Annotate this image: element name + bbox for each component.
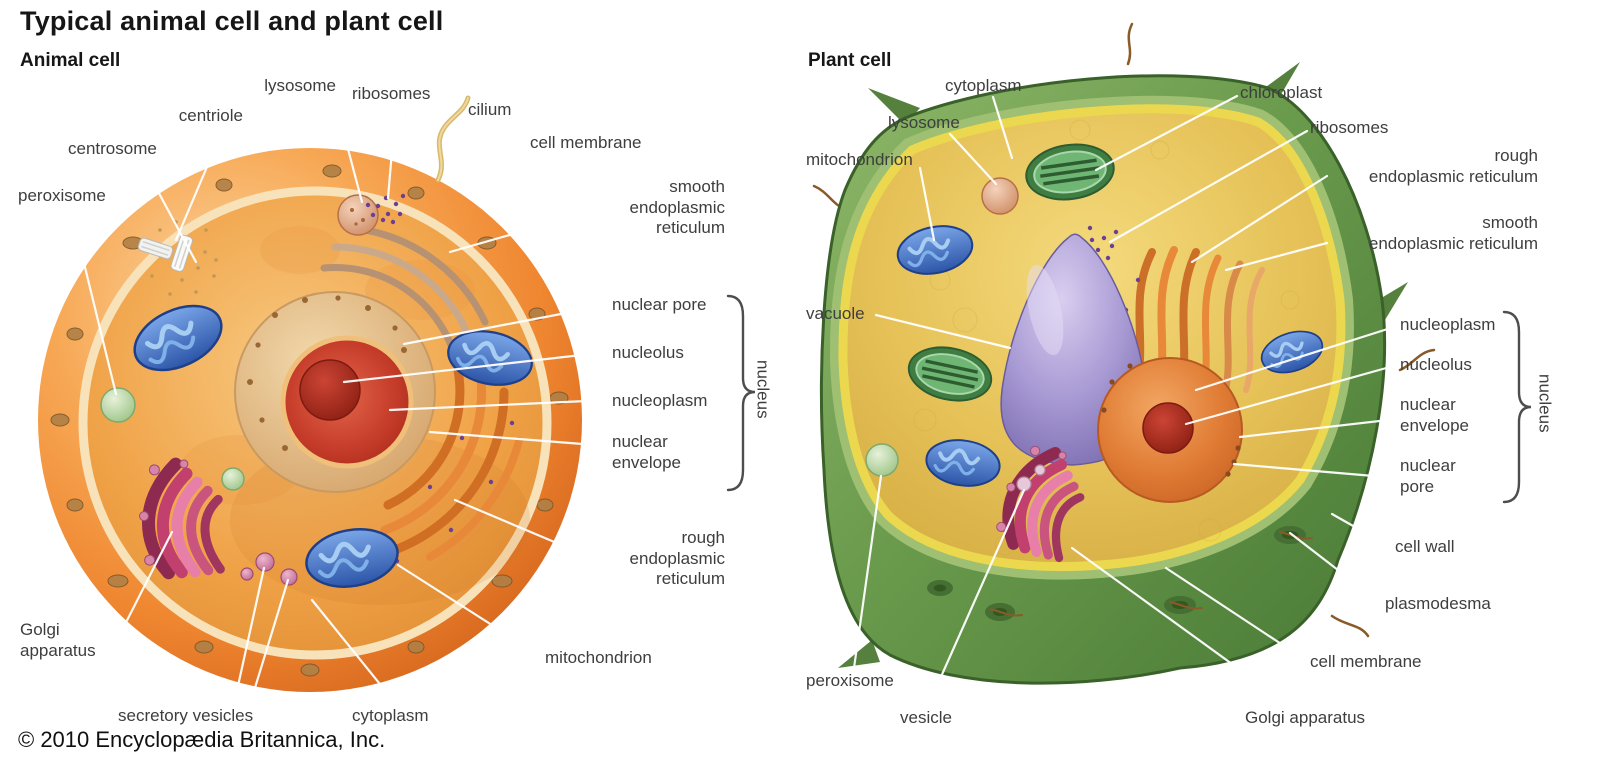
- animal-cell-heading: Animal cell: [20, 50, 121, 71]
- plant-wall-hairs: [812, 22, 1436, 638]
- label-plant-chloroplast: chloroplast: [1240, 83, 1323, 102]
- plant-leader-lines: [852, 94, 1399, 708]
- label-plant-cell-membrane: cell membrane: [1310, 652, 1422, 671]
- plant-peroxisome: [865, 443, 899, 477]
- plant-nucleus: [1097, 357, 1243, 503]
- label-plant-golgi: Golgi apparatus: [1245, 708, 1366, 727]
- plant-nucleus-brace: [1502, 310, 1532, 504]
- plant-lysosome: [981, 177, 1019, 215]
- animal-centrosome: [137, 220, 218, 296]
- label-plant-nucleoplasm: nucleoplasm: [1400, 315, 1496, 334]
- animal-membrane-spots: [50, 164, 569, 677]
- label-animal-golgi: Golgi apparatus: [20, 620, 96, 660]
- label-animal-cilium: cilium: [468, 100, 512, 119]
- plant-cell-illustration: [812, 22, 1436, 685]
- label-plant-cytoplasm: cytoplasm: [945, 76, 1022, 95]
- animal-nucleus-brace: [726, 294, 756, 492]
- animal-cilium: [435, 95, 471, 183]
- label-plant-plasmodesma: plasmodesma: [1385, 594, 1491, 613]
- label-plant-mitochondrion: mitochondrion: [806, 150, 913, 169]
- label-animal-nucleoplasm: nucleoplasm: [612, 391, 708, 410]
- plant-wall-corners: [838, 62, 1408, 668]
- animal-nuclear-pores: [247, 295, 407, 451]
- label-plant-peroxisome: peroxisome: [806, 671, 894, 690]
- label-plant-smooth-er: smooth endoplasmic reticulum: [1368, 213, 1538, 253]
- animal-er-ribosome-dots: [394, 373, 517, 564]
- label-animal-cytoplasm: cytoplasm: [352, 706, 429, 725]
- label-animal-smooth-er: smooth endoplasmic reticulum: [629, 177, 725, 238]
- label-animal-peroxisome: peroxisome: [18, 186, 106, 205]
- label-plant-ribosomes: ribosomes: [1310, 118, 1389, 137]
- animal-ribosomes: [365, 193, 406, 225]
- label-plant-nuclear-pore: nuclear pore: [1400, 456, 1456, 496]
- plant-cell-heading: Plant cell: [808, 50, 892, 71]
- label-animal-ribosomes: ribosomes: [352, 84, 431, 103]
- label-plant-vesicle: vesicle: [900, 708, 952, 727]
- label-animal-nuclear-pore: nuclear pore: [612, 295, 707, 314]
- copyright: © 2010 Encyclopædia Britannica, Inc.: [18, 727, 386, 752]
- label-animal-mitochondrion: mitochondrion: [545, 648, 652, 667]
- label-animal-rough-er: rough endoplasmic reticulum: [629, 528, 725, 589]
- label-plant-nucleus: nucleus: [1535, 374, 1555, 433]
- label-animal-nuclear-envelope: nuclear envelope: [612, 432, 682, 472]
- label-animal-nucleus: nucleus: [753, 360, 773, 419]
- label-animal-cell-membrane: cell membrane: [530, 133, 642, 152]
- label-animal-nucleolus: nucleolus: [612, 343, 684, 362]
- plant-nuclear-pores: [1101, 363, 1241, 477]
- label-plant-nuclear-envelope: nuclear envelope: [1400, 395, 1470, 435]
- label-animal-lysosome: lysosome: [264, 76, 336, 95]
- animal-cell-illustration: [38, 95, 582, 692]
- page-title: Typical animal cell and plant cell: [20, 6, 444, 36]
- label-plant-cell-wall: cell wall: [1395, 537, 1455, 556]
- animal-nucleus: [234, 291, 436, 493]
- animal-rough-er: [374, 365, 523, 561]
- animal-peroxisomes: [100, 387, 245, 491]
- label-animal-secretory-vesicles: secretory vesicles: [118, 706, 254, 725]
- animal-secretory-vesicles: [240, 552, 298, 586]
- label-plant-nucleolus: nucleolus: [1400, 355, 1472, 374]
- animal-leader-lines: [68, 94, 610, 706]
- label-animal-centrosome: centrosome: [68, 139, 157, 158]
- animal-nucleolus: [299, 359, 361, 421]
- label-plant-lysosome: lysosome: [888, 113, 960, 132]
- plant-nucleolus: [1142, 402, 1194, 454]
- label-plant-vacuole: vacuole: [806, 304, 865, 323]
- label-plant-rough-er: rough endoplasmic reticulum: [1368, 146, 1538, 186]
- label-animal-centriole: centriole: [178, 106, 243, 125]
